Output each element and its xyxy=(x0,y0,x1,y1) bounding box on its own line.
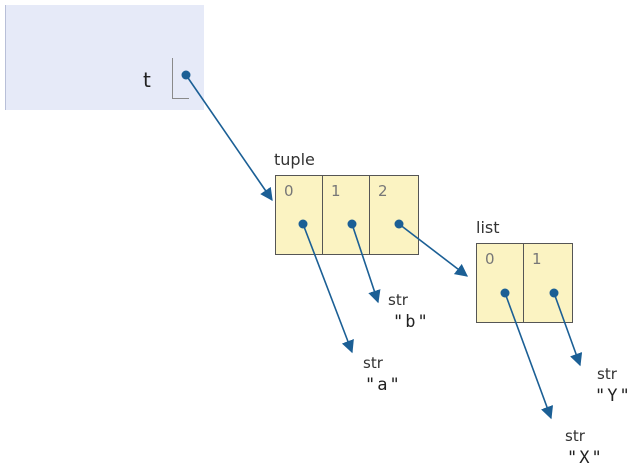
arrow-t-to-tuple xyxy=(185,74,273,202)
tuple-type-label: tuple xyxy=(274,150,315,169)
str-b-value: "b" xyxy=(393,312,430,332)
list-index-1: 1 xyxy=(532,250,542,268)
str-b-type: str xyxy=(388,291,408,309)
str-y-type: str xyxy=(597,365,617,383)
str-x-value: "X" xyxy=(567,448,604,468)
tuple-cell-1: 1 xyxy=(323,176,370,254)
list-object: 0 1 xyxy=(476,243,573,323)
tuple-index-0: 0 xyxy=(284,182,294,200)
str-y-value: "Y" xyxy=(595,386,632,406)
global-frame xyxy=(5,5,204,110)
pointer-dot-tuple-2 xyxy=(394,219,404,229)
arrow-tuple2-to-list xyxy=(398,223,469,277)
tuple-index-2: 2 xyxy=(378,182,388,200)
arrow-list0-to-x xyxy=(504,292,554,420)
list-index-0: 0 xyxy=(485,250,495,268)
arrow-list1-to-y xyxy=(553,292,583,367)
tuple-index-1: 1 xyxy=(331,182,341,200)
tuple-object: 0 1 2 xyxy=(275,175,419,255)
pointer-dot-t xyxy=(181,70,191,80)
variable-slot-t xyxy=(172,58,189,99)
arrow-tuple1-to-b xyxy=(351,223,381,304)
variable-name-t: t xyxy=(143,68,151,92)
str-x-type: str xyxy=(565,427,585,445)
pointer-dot-list-0 xyxy=(500,288,510,298)
pointer-dot-tuple-1 xyxy=(347,219,357,229)
str-a-value: "a" xyxy=(365,375,402,395)
pointer-dot-tuple-0 xyxy=(298,219,308,229)
str-a-type: str xyxy=(363,354,383,372)
list-type-label: list xyxy=(476,218,500,237)
tuple-cell-2: 2 xyxy=(370,176,418,254)
tuple-cell-0: 0 xyxy=(276,176,323,254)
list-cell-1: 1 xyxy=(524,244,572,322)
list-cell-0: 0 xyxy=(477,244,524,322)
pointer-dot-list-1 xyxy=(549,288,559,298)
arrow-tuple0-to-a xyxy=(302,223,354,354)
